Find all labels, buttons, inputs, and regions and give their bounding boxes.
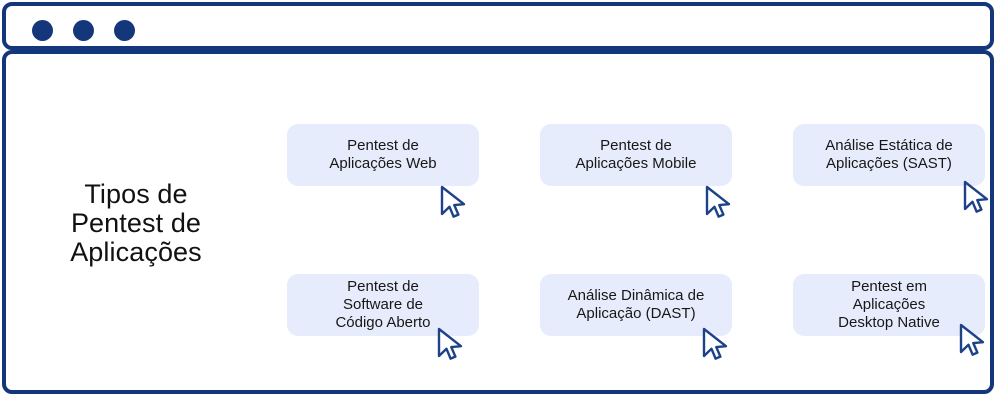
window-dot-minimize-icon[interactable] bbox=[73, 19, 94, 41]
card-pentest-aplicacoes-web[interactable]: Pentest de Aplicações Web bbox=[287, 124, 479, 186]
card-pentest-desktop-native[interactable]: Pentest em Aplicações Desktop Native bbox=[793, 274, 985, 336]
browser-titlebar bbox=[2, 2, 994, 50]
window-controls bbox=[32, 6, 135, 54]
mouse-pointer-icon bbox=[438, 184, 470, 224]
browser-window: Tipos de Pentest de Aplicações Pentest d… bbox=[2, 2, 994, 394]
window-dot-maximize-icon[interactable] bbox=[114, 19, 135, 41]
mouse-pointer-icon bbox=[703, 184, 735, 224]
card-pentest-software-codigo-aberto[interactable]: Pentest de Software de Código Aberto bbox=[287, 274, 479, 336]
window-dot-close-icon[interactable] bbox=[32, 19, 53, 41]
browser-viewport: Tipos de Pentest de Aplicações Pentest d… bbox=[2, 50, 994, 394]
card-analise-estatica-sast[interactable]: Análise Estática de Aplicações (SAST) bbox=[793, 124, 985, 186]
page-title: Tipos de Pentest de Aplicações bbox=[70, 179, 202, 267]
card-analise-dinamica-dast[interactable]: Análise Dinâmica de Aplicação (DAST) bbox=[540, 274, 732, 336]
card-pentest-aplicacoes-mobile[interactable]: Pentest de Aplicações Mobile bbox=[540, 124, 732, 186]
